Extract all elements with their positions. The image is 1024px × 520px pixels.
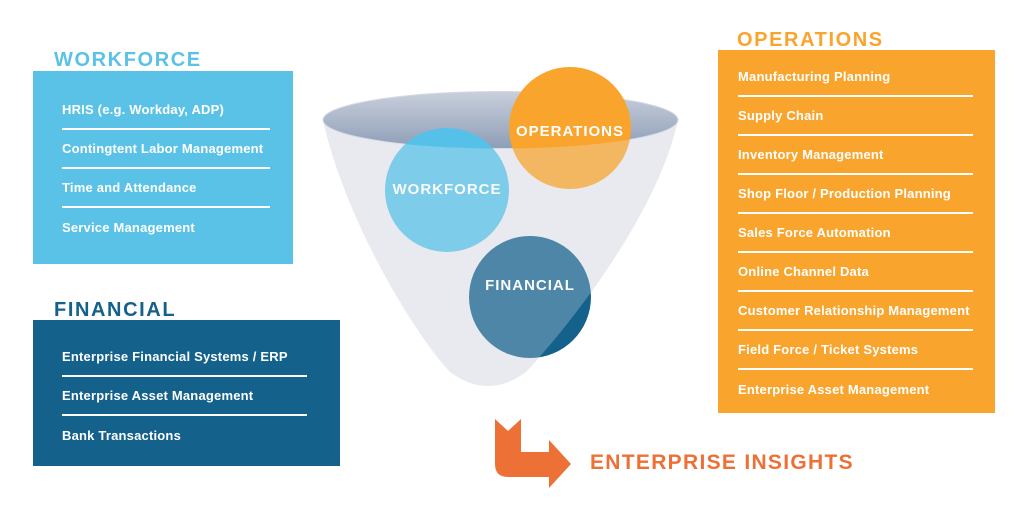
financial-circle-label: FINANCIAL (485, 277, 575, 294)
workforce-circle-label: WORKFORCE (393, 181, 502, 198)
workforce-panel: HRIS (e.g. Workday, ADP) Contingtent Lab… (33, 71, 293, 264)
operations-circle (509, 67, 631, 189)
list-item: Supply Chain (738, 97, 973, 136)
financial-panel: Enterprise Financial Systems / ERP Enter… (33, 320, 340, 466)
list-item: Inventory Management (738, 136, 973, 175)
list-item: Enterprise Asset Management (738, 382, 930, 397)
enterprise-insights-label: ENTERPRISE INSIGHTS (590, 451, 854, 474)
financial-section-title: FINANCIAL (54, 299, 177, 321)
list-item: Shop Floor / Production Planning (738, 175, 973, 214)
list-item: Customer Relationship Management (738, 292, 973, 331)
list-item: Sales Force Automation (738, 214, 973, 253)
list-item: Bank Transactions (62, 428, 181, 443)
funnel-graphic: OPERATIONS WORKFORCE FINANCIAL (322, 67, 679, 386)
list-item: Enterprise Asset Management (62, 377, 307, 416)
operations-section-title: OPERATIONS (737, 29, 884, 51)
list-item: Field Force / Ticket Systems (738, 331, 973, 370)
operations-circle-label: OPERATIONS (516, 123, 624, 140)
list-item: HRIS (e.g. Workday, ADP) (62, 91, 270, 130)
list-item: Contingtent Labor Management (62, 130, 270, 169)
elbow-right-arrow-icon (495, 419, 571, 488)
list-item: Manufacturing Planning (738, 58, 973, 97)
funnel-front-overlay (323, 120, 678, 386)
list-item: Online Channel Data (738, 253, 973, 292)
financial-circle (469, 236, 591, 358)
list-item: Enterprise Financial Systems / ERP (62, 338, 307, 377)
list-item: Service Management (62, 220, 195, 235)
list-item: Time and Attendance (62, 169, 270, 208)
workforce-circle (385, 128, 509, 252)
operations-panel: Manufacturing Planning Supply Chain Inve… (718, 50, 995, 413)
workforce-section-title: WORKFORCE (54, 49, 202, 71)
